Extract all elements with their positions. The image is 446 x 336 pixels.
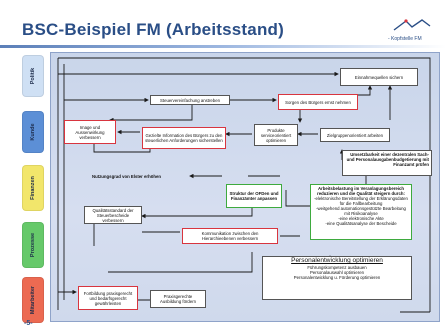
band-prozesse: Prozesse <box>22 222 44 268</box>
node-arbeitsbelastung: Arbeitsbelastung im Veranlagungsbereich … <box>310 184 412 240</box>
arbeitsbelastung-title: Arbeitsbelastung im Veranlagungsbereich … <box>317 186 405 196</box>
band-kunde: Kunde <box>22 111 44 153</box>
node-personalentwicklung: Personalentwicklung optimieren Führungsk… <box>262 256 412 300</box>
personalentwicklung-item: Personalentwicklung u. Förderung optimie… <box>293 275 381 280</box>
node-steuervereinfachung: Steuervereinfachung anstreben <box>150 95 230 105</box>
node-zielgruppen: Zielgruppenorientiert arbeiten <box>320 128 390 142</box>
logo-icon <box>393 19 431 31</box>
arbeitsbelastung-item: -eine Qualitätsanalyse der Bescheide <box>325 221 397 226</box>
band-mitarbeiter: Mitarbeiter <box>22 277 44 323</box>
node-sorgen: Sorgen des Bürgers ernst nehmen <box>278 94 358 110</box>
title-underline <box>0 45 446 48</box>
arbeitsbelastung-item: -eine elektronische Akte <box>338 216 384 221</box>
page-title: BSC-Beispiel FM (Arbeitsstand) <box>22 20 284 39</box>
band-finanzen: Finanzen <box>22 165 44 211</box>
node-qualitaetsstandard: Qualitätsstandard der Steuerbescheide ve… <box>84 206 142 224</box>
node-struktur: Struktur der OFDen und Finanzämter anpas… <box>226 184 282 208</box>
node-nutzungsgrad: Nutzungsgrad von Elster erhöhen <box>92 174 161 179</box>
arbeitsbelastung-item: -weitgehend automationsgestützte Bearbei… <box>316 206 406 216</box>
personalentwicklung-item: Personalauswahl optimieren <box>310 270 364 275</box>
personalentwicklung-item: Führungskompetenz ausbauen <box>307 265 367 270</box>
node-einnahmequellen: Einnahmequellen sichern <box>340 68 418 86</box>
node-image: Image und Aussenwirkung verbessern <box>64 120 116 144</box>
page-number: -5- <box>24 320 33 327</box>
arbeitsbelastung-item: -elektronische Bereitstellung der Erklär… <box>314 196 408 206</box>
node-fortbildung: Fortbildung praxisgerecht und bedarfsger… <box>78 286 138 310</box>
node-ausbildung: Praxisgerechte Ausbildung fördern <box>150 290 206 308</box>
node-produkte: Produkte serviceorientiert optimieren <box>254 124 298 146</box>
band-politik: Politik <box>22 55 44 97</box>
personalentwicklung-title: Personalentwicklung optimieren <box>291 257 383 264</box>
node-kommunikation: Kommunikation zwischen den Hierarchieebe… <box>182 228 278 244</box>
node-gezielte-info: Gezielte Information des Bürgers zu den … <box>142 127 226 149</box>
logo-text: - Kopfstelle FM <box>388 36 422 42</box>
node-umsetzbarkeit: Umsetzbarkeit einer dezentralen Sach- un… <box>342 150 432 176</box>
